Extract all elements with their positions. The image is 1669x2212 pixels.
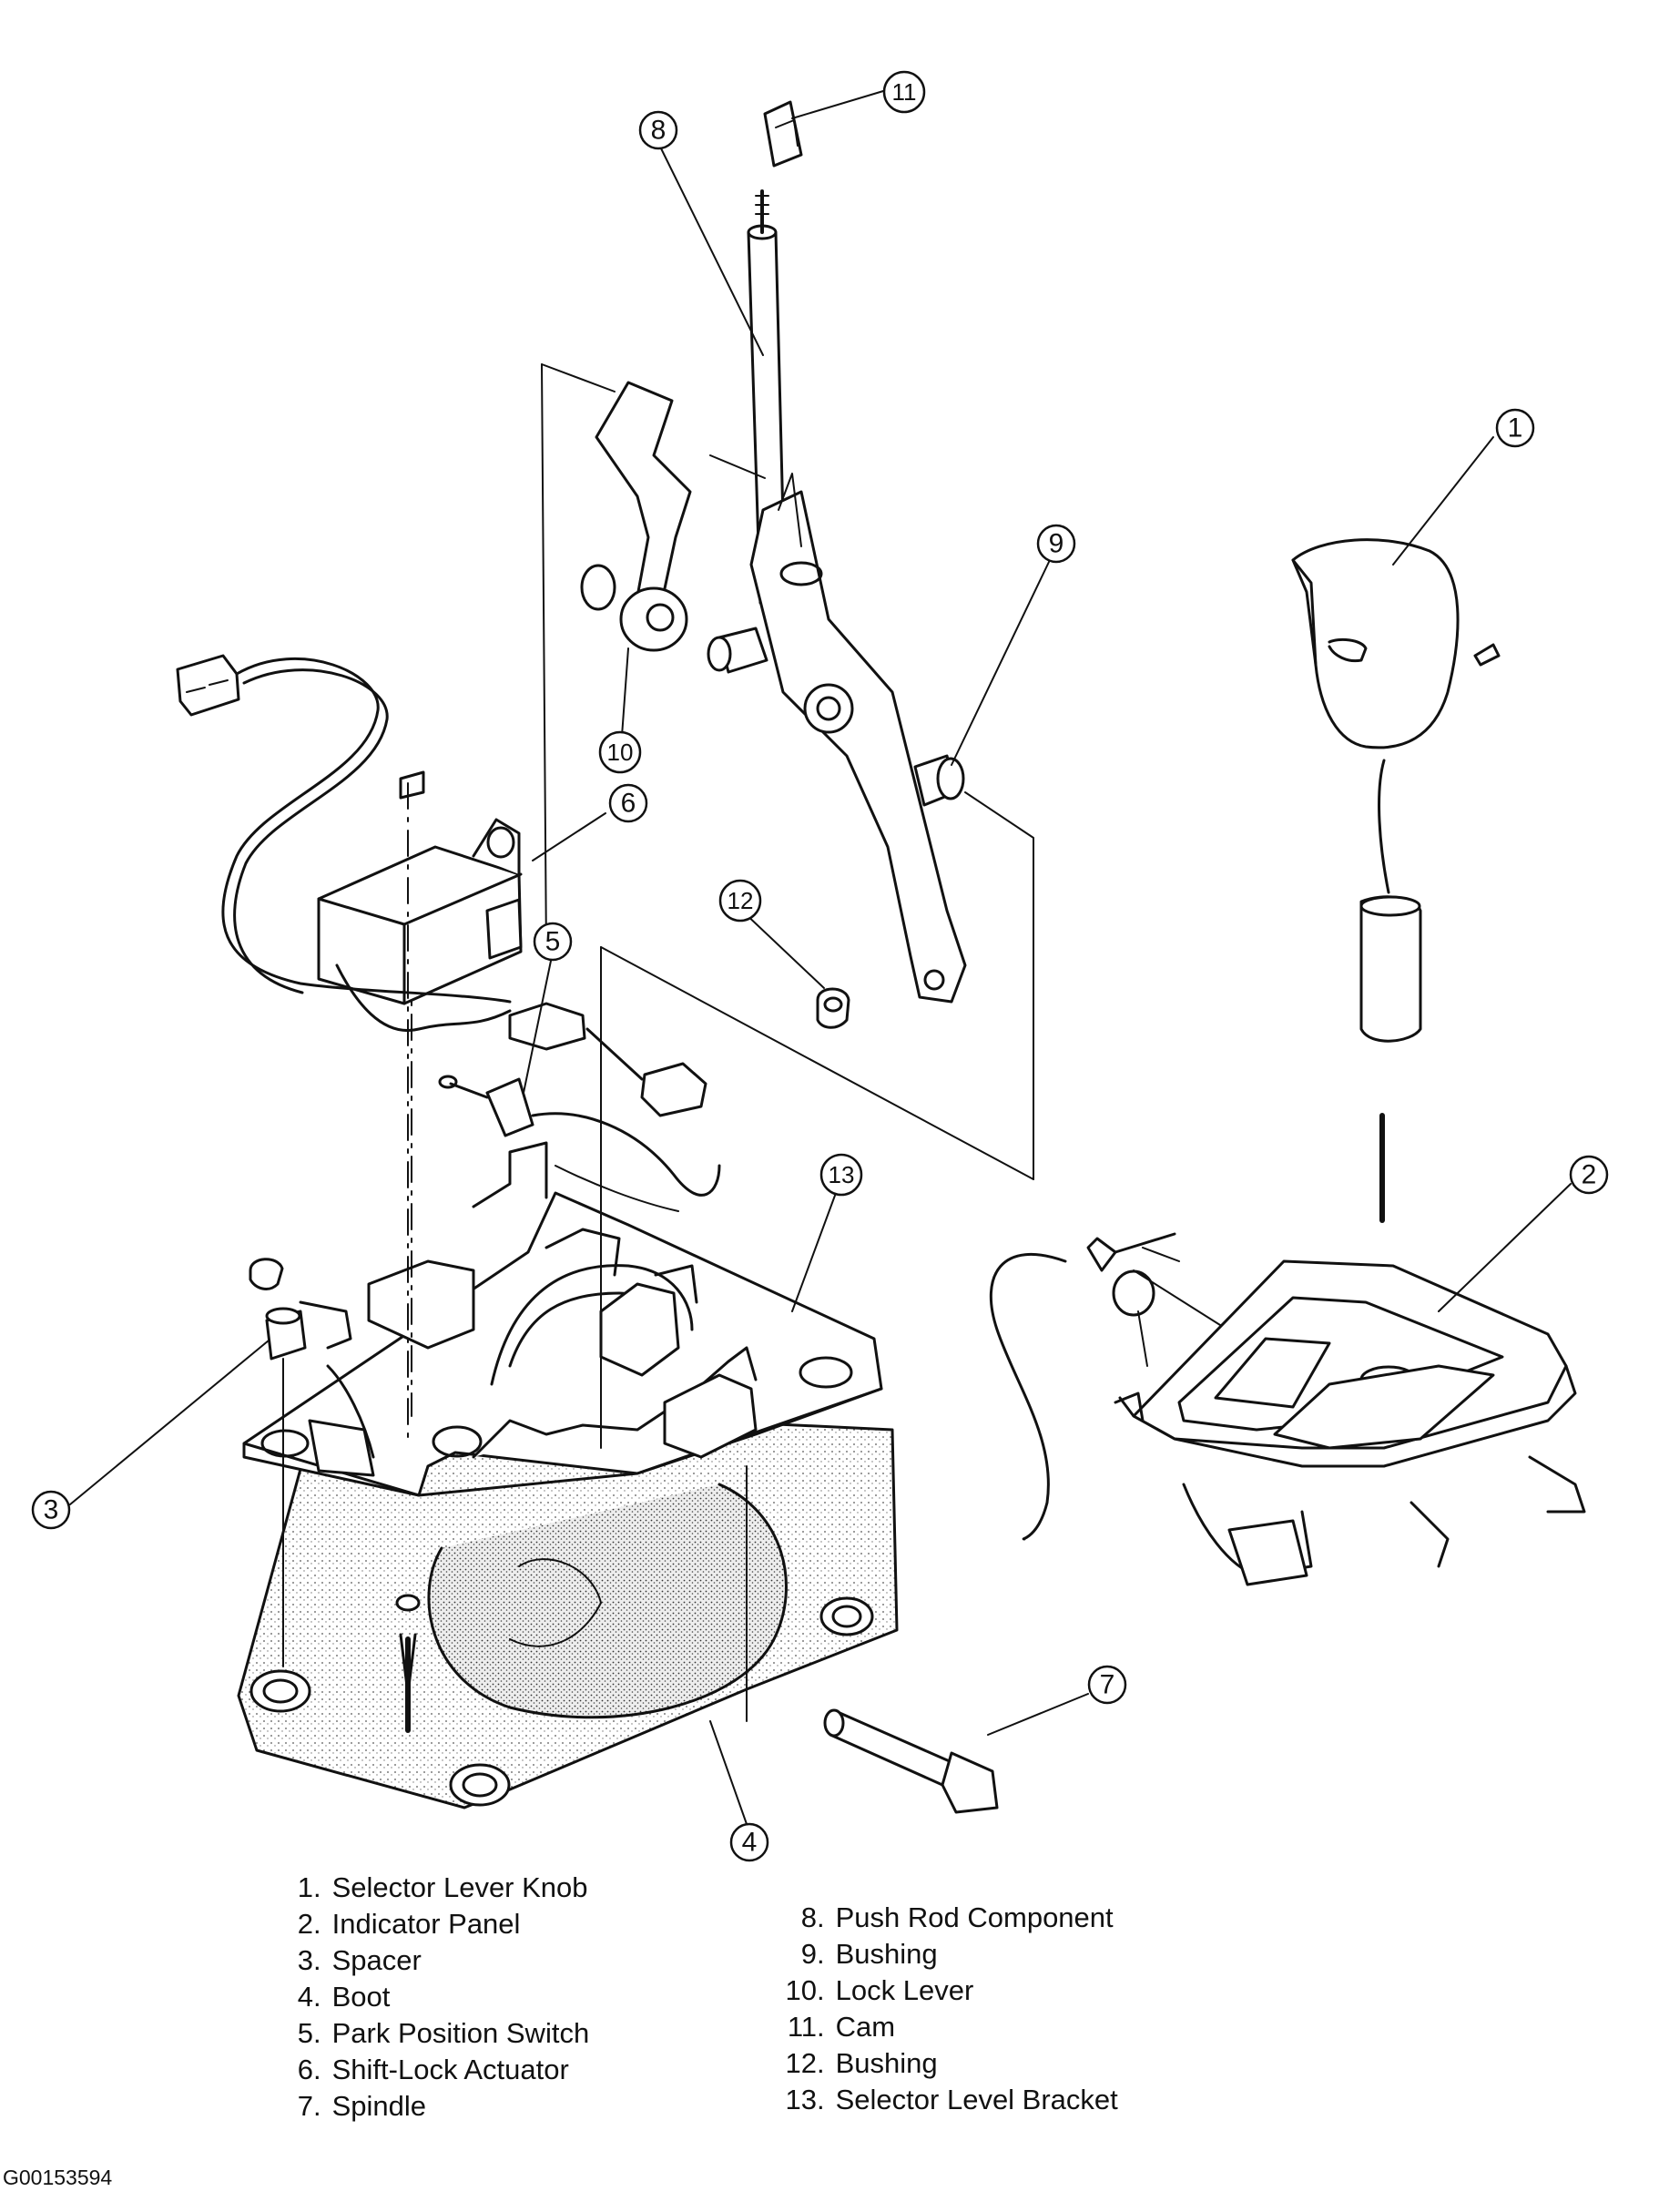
legend-item: 4.Boot [283,1979,589,2015]
park-switch-part [438,1002,721,1212]
legend-label: Spacer [331,1944,422,1976]
legend-item: 7.Spindle [283,2088,589,2125]
legend-item: 5.Park Position Switch [283,2015,589,2052]
legend-item: 13.Selector Level Bracket [768,2082,1118,2118]
callout-1: 1 [1495,408,1535,448]
legend-right: 8.Push Rod Component 9.Bushing 10.Lock L… [768,1900,1118,2118]
callout-4: 4 [729,1822,769,1862]
callout-10: 10 [598,730,642,774]
svg-text:7: 7 [1100,1670,1115,1700]
callout-9: 9 [1036,524,1076,564]
callout-11: 11 [882,70,926,114]
legend-label: Bushing [835,1938,938,1970]
svg-text:9: 9 [1049,529,1064,559]
legend-label: Shift-Lock Actuator [331,2054,569,2085]
leader-lines [69,90,1572,1825]
svg-text:3: 3 [44,1495,59,1525]
legend-item: 1.Selector Lever Knob [283,1870,589,1906]
selector-knob-part [1291,538,1501,1223]
spindle-part [746,1465,999,1814]
guide-lines [411,919,1034,1449]
svg-text:10: 10 [607,739,634,766]
bolt-line [395,782,421,1733]
callout-7: 7 [1087,1665,1127,1705]
svg-text:13: 13 [829,1161,855,1188]
legend-item: 9.Bushing [768,1936,1118,1972]
legend-label: Indicator Panel [331,1908,521,1940]
legend-label: Bushing [835,2047,938,2079]
boot-part [237,1401,899,1809]
svg-text:8: 8 [651,116,667,146]
legend-label: Push Rod Component [835,1901,1114,1933]
svg-text:6: 6 [621,789,636,819]
callout-3: 3 [31,1490,71,1530]
legend-label: Cam [835,2011,896,2043]
callout-8: 8 [638,110,678,150]
legend-item: 11.Cam [768,2009,1118,2045]
legend-item: 2.Indicator Panel [283,1906,589,1942]
svg-text:1: 1 [1508,413,1523,443]
svg-text:12: 12 [728,887,754,914]
legend-label: Boot [331,1981,391,2013]
svg-text:4: 4 [742,1828,758,1858]
legend-left: 1.Selector Lever Knob 2.Indicator Panel … [283,1870,589,2125]
shift-lock-actuator-part [176,654,523,1032]
bushing-12-part [816,987,850,1029]
spacer-part [249,1258,307,1667]
legend-label: Lock Lever [835,1974,974,2006]
callout-12: 12 [718,879,762,923]
callout-6: 6 [608,783,648,823]
indicator-panel-part [989,1232,1586,1586]
legend-item: 12.Bushing [768,2045,1118,2082]
figure-code: G00153594 [3,2166,113,2189]
svg-text:5: 5 [545,927,561,957]
bushing-9-part [913,754,1034,1180]
lock-lever-part [541,363,692,957]
legend-label: Spindle [331,2090,427,2122]
callout-2: 2 [1569,1155,1609,1195]
legend-item: 3.Spacer [283,1942,589,1979]
svg-text:11: 11 [892,78,917,106]
legend-item: 10.Lock Lever [768,1972,1118,2009]
legend-label: Park Position Switch [331,2017,590,2049]
legend-label: Selector Level Bracket [835,2084,1118,2115]
callout-5: 5 [533,922,573,962]
cam-part [763,100,803,168]
svg-text:2: 2 [1582,1160,1597,1190]
legend-item: 6.Shift-Lock Actuator [283,2052,589,2088]
legend-item: 8.Push Rod Component [768,1900,1118,1936]
callout-13: 13 [819,1153,863,1197]
selector-bracket-part [242,1141,883,1497]
legend-label: Selector Lever Knob [331,1871,588,1903]
push-rod-part [707,189,967,1004]
